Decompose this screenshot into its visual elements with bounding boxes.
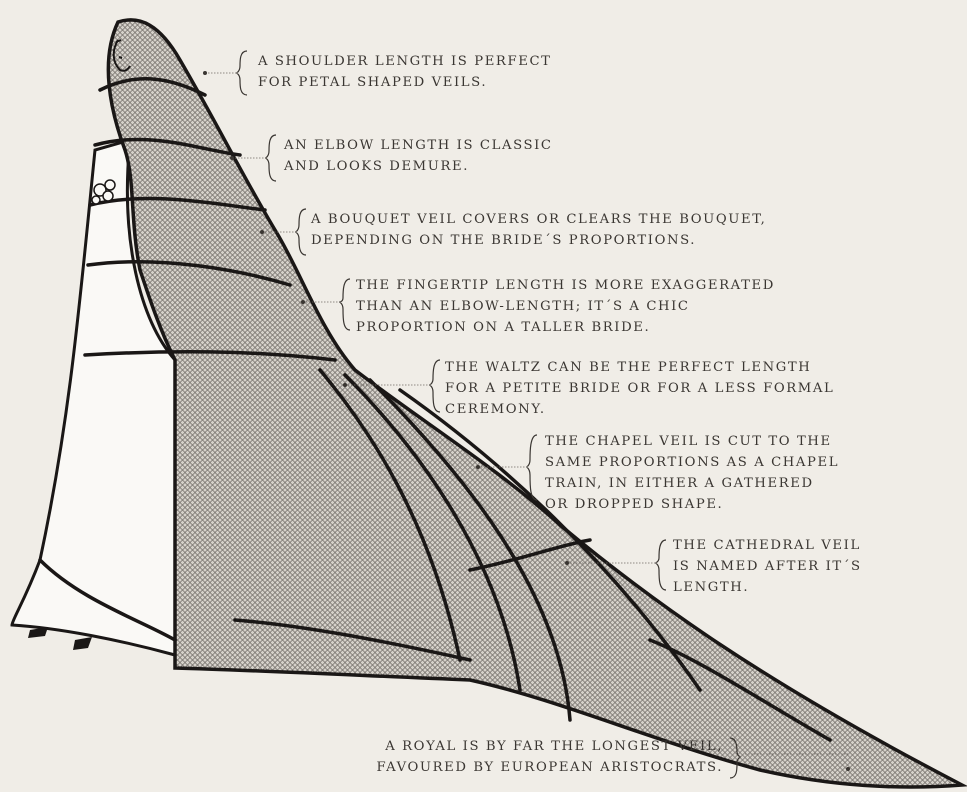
annotation-line: TRAIN, IN EITHER A GATHERED [545,473,839,494]
annotation-line: A ROYAL IS BY FAR THE LONGEST VEIL, [356,736,723,757]
annotation-line: THE CATHEDRAL VEIL [673,535,862,556]
annotation-line: AND LOOKS DEMURE. [284,156,553,177]
annotation-line: THAN AN ELBOW-LENGTH; IT´S A CHIC [356,296,775,317]
annotation-line: SAME PROPORTIONS AS A CHAPEL [545,452,839,473]
annotation-line: CEREMONY. [445,399,834,420]
annotation-line: FOR PETAL SHAPED VEILS. [258,72,552,93]
annotation-line: THE WALTZ CAN BE THE PERFECT LENGTH [445,357,834,378]
annotation-fingertip: THE FINGERTIP LENGTH IS MORE EXAGGERATED… [356,275,775,338]
annotation-line: IS NAMED AFTER IT´S [673,556,862,577]
annotation-line: A BOUQUET VEIL COVERS OR CLEARS THE BOUQ… [311,209,766,230]
annotation-line: THE FINGERTIP LENGTH IS MORE EXAGGERATED [356,275,775,296]
annotation-line: A SHOULDER LENGTH IS PERFECT [258,51,552,72]
annotation-waltz: THE WALTZ CAN BE THE PERFECT LENGTH FOR … [445,357,834,420]
annotation-shoulder: A SHOULDER LENGTH IS PERFECT FOR PETAL S… [258,51,552,93]
annotation-line: FOR A PETITE BRIDE OR FOR A LESS FORMAL [445,378,834,399]
annotation-cathedral: THE CATHEDRAL VEIL IS NAMED AFTER IT´S L… [673,535,862,598]
annotation-elbow: AN ELBOW LENGTH IS CLASSIC AND LOOKS DEM… [284,135,553,177]
annotation-line: AN ELBOW LENGTH IS CLASSIC [284,135,553,156]
annotation-line: OR DROPPED SHAPE. [545,494,839,515]
annotation-line: DEPENDING ON THE BRIDE´S PROPORTIONS. [311,230,766,251]
annotation-line: PROPORTION ON A TALLER BRIDE. [356,317,775,338]
annotation-line: FAVOURED BY EUROPEAN ARISTOCRATS. [356,757,723,778]
annotation-line: LENGTH. [673,577,862,598]
annotation-royal: A ROYAL IS BY FAR THE LONGEST VEIL, FAVO… [356,736,723,778]
annotation-chapel: THE CHAPEL VEIL IS CUT TO THE SAME PROPO… [545,431,839,515]
annotation-line: THE CHAPEL VEIL IS CUT TO THE [545,431,839,452]
annotation-bouquet: A BOUQUET VEIL COVERS OR CLEARS THE BOUQ… [311,209,766,251]
